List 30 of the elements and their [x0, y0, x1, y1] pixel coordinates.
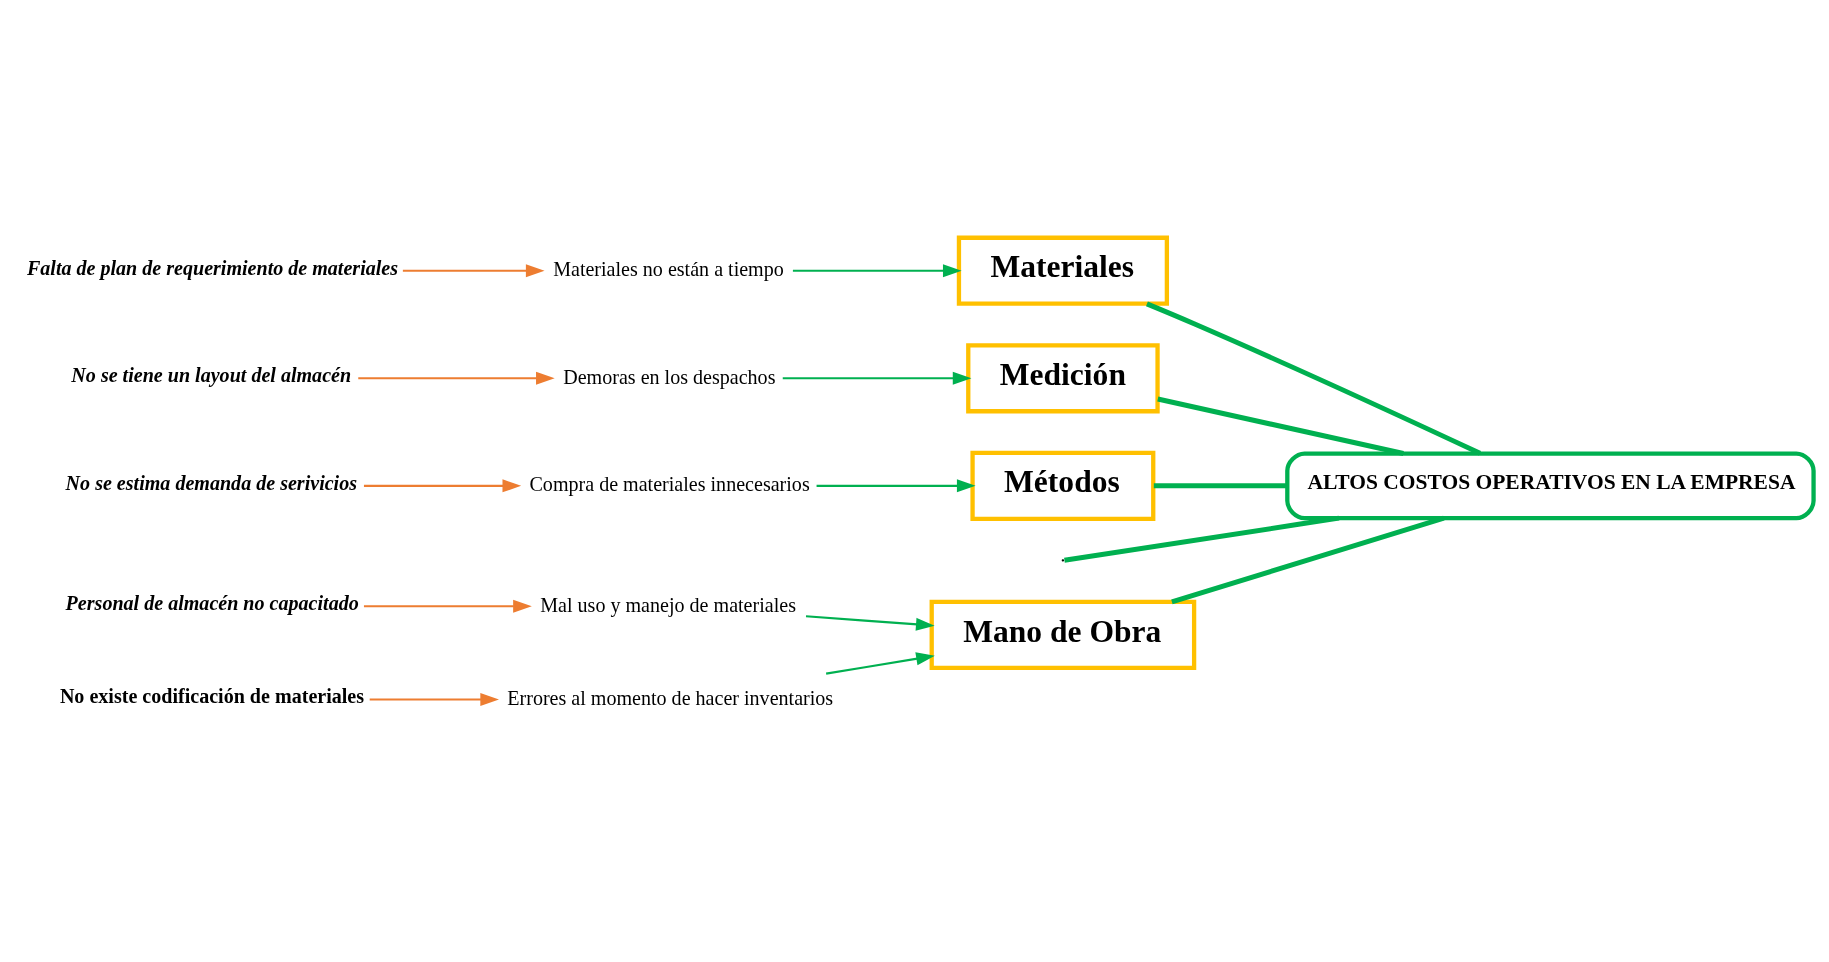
arrow	[816, 478, 976, 492]
node-text: Materiales no están a tiempo	[553, 257, 784, 280]
node-text: Errores al momento de hacer inventarios	[507, 686, 834, 709]
node-text: Mal uso y manejo de materiales	[540, 593, 796, 616]
node-box: Métodos	[970, 450, 1156, 521]
arrow	[805, 614, 935, 631]
node-box: ALTOS COSTOS OPERATIVOS EN LA EMPRESA	[1285, 450, 1816, 520]
arrow	[363, 478, 522, 492]
node-text: Falta de plan de requerimiento de materiales	[26, 256, 399, 279]
node-text: No existe codificación de materiales	[59, 684, 365, 707]
node-box: Materiales	[956, 235, 1169, 306]
arrow	[402, 263, 545, 277]
connector	[1146, 301, 1482, 456]
node-box: Mano de Obra	[929, 599, 1197, 670]
connector	[1153, 482, 1287, 488]
node-text: Compra de materiales innecesarios	[529, 472, 810, 495]
arrow	[358, 371, 555, 385]
arrow	[792, 263, 962, 277]
connector	[1064, 515, 1340, 563]
node-text: Demoras en los despachos	[563, 365, 776, 388]
connector	[1171, 515, 1445, 604]
arrow	[782, 371, 972, 385]
connector	[1157, 396, 1404, 456]
node-text: Personal de almacén no capacitado	[65, 591, 359, 614]
arrow	[825, 651, 935, 675]
node-text: No se estima demanda de serivicios	[65, 471, 358, 494]
node-box: Medición	[966, 342, 1160, 413]
node-text: No se tiene un layout del almacén	[71, 363, 352, 386]
arrow	[363, 599, 532, 613]
arrow	[369, 692, 499, 706]
